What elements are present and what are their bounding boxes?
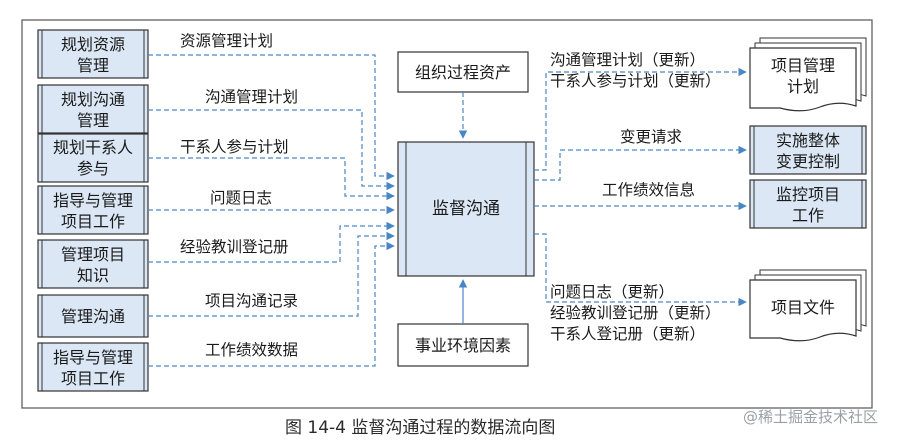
flow-label-4: 问题日志 [210,189,272,207]
flow-arrow-6 [148,231,395,317]
plan-doc-line1: 项目管理 [771,56,835,75]
input-7-line2: 项目工作 [61,369,125,388]
monitor-work-line1: 监控项目 [776,185,840,204]
center-process-box: 监督沟通 [397,141,535,277]
input-box-3: 规划干系人 参与 [37,133,149,183]
flow-label-7: 工作绩效数据 [205,341,298,359]
input-4-line1: 指导与管理 [53,191,133,210]
doc-update-arrow [534,233,747,307]
org-assets-box: 组织过程资产 [397,51,529,93]
input-3-line1: 规划干系人 [53,138,133,157]
flow-label-3: 干系人参与计划 [180,138,289,156]
change-request-label: 变更请求 [620,128,682,146]
change-control-box: 实施整体 变更控制 [749,125,867,175]
input-box-1: 规划资源 管理 [37,29,149,79]
project-docs: 项目文件 [749,269,867,342]
change-control-line1: 实施整体 [776,131,840,150]
change-control-line2: 变更控制 [776,152,840,171]
plan-update-2: 干系人参与计划（更新） [550,72,721,90]
monitor-work-line2: 工作 [792,206,824,225]
input-box-2: 规划沟通 管理 [37,84,149,134]
doc-update-3: 干系人登记册（更新） [550,325,705,343]
doc-update-1: 问题日志（更新） [550,283,674,301]
plan-update-arrow [534,67,747,171]
flow-arrow-1 [148,54,395,181]
input-5-line2: 知识 [77,266,109,285]
input-2-line1: 规划沟通 [61,90,125,109]
plan-update-1: 沟通管理计划（更新） [550,51,705,69]
watermark: @稀土掘金技术社区 [743,408,878,426]
input-box-7: 指导与管理 项目工作 [37,342,149,392]
input-box-4: 指导与管理 项目工作 [37,185,149,235]
env-factors-label: 事业环境因素 [415,336,511,355]
flow-arrow-5 [148,221,395,263]
input-6-line1: 管理沟通 [61,307,125,326]
project-plan-doc: 项目管理 计划 [749,37,867,112]
flow-label-6: 项目沟通记录 [205,292,298,310]
doc-update-2: 经验教训登记册（更新） [550,304,721,322]
input-2-line2: 管理 [77,111,109,130]
monitor-work-box: 监控项目 工作 [749,179,867,229]
outer-frame [21,19,873,409]
input-7-line1: 指导与管理 [53,348,133,367]
flow-label-1: 资源管理计划 [180,32,273,50]
flow-arrow-3 [148,157,395,201]
input-4-line2: 项目工作 [61,212,125,231]
figure-caption: 图 14-4 监督沟通过程的数据流向图 [285,418,555,438]
flow-arrow-2 [148,109,395,191]
plan-doc-line2: 计划 [787,77,819,96]
input-box-5: 管理项目 知识 [37,239,149,289]
input-box-6: 管理沟通 [37,294,149,338]
project-docs-label: 项目文件 [771,298,835,317]
input-1-line2: 管理 [77,56,109,75]
performance-info-label: 工作绩效信息 [602,181,695,199]
flow-arrow-7 [148,241,395,367]
change-request-arrow [534,145,747,181]
center-process-label: 监督沟通 [432,199,500,219]
input-1-line1: 规划资源 [61,35,125,54]
env-factors-box: 事业环境因素 [397,323,529,367]
input-3-line2: 参与 [77,159,109,178]
org-assets-label: 组织过程资产 [415,63,511,82]
flow-label-2: 沟通管理计划 [205,88,298,106]
input-5-line1: 管理项目 [61,245,125,264]
flow-label-5: 经验教训登记册 [180,238,289,256]
